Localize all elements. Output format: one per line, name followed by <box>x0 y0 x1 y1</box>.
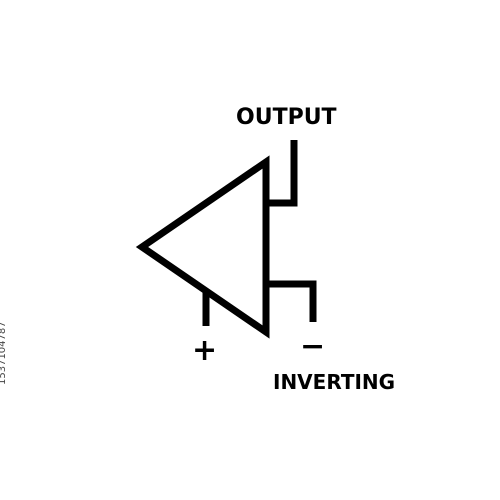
minus-sign: − <box>300 329 326 364</box>
amplifier-triangle <box>135 155 270 339</box>
plus-sign: + <box>192 333 218 368</box>
output-label: OUTPUT <box>236 105 337 130</box>
inverting-label: INVERTING <box>273 370 396 394</box>
inverting-input-wire <box>266 280 317 322</box>
side-image-id: 1537104787 <box>0 321 8 385</box>
output-wire <box>266 140 298 207</box>
